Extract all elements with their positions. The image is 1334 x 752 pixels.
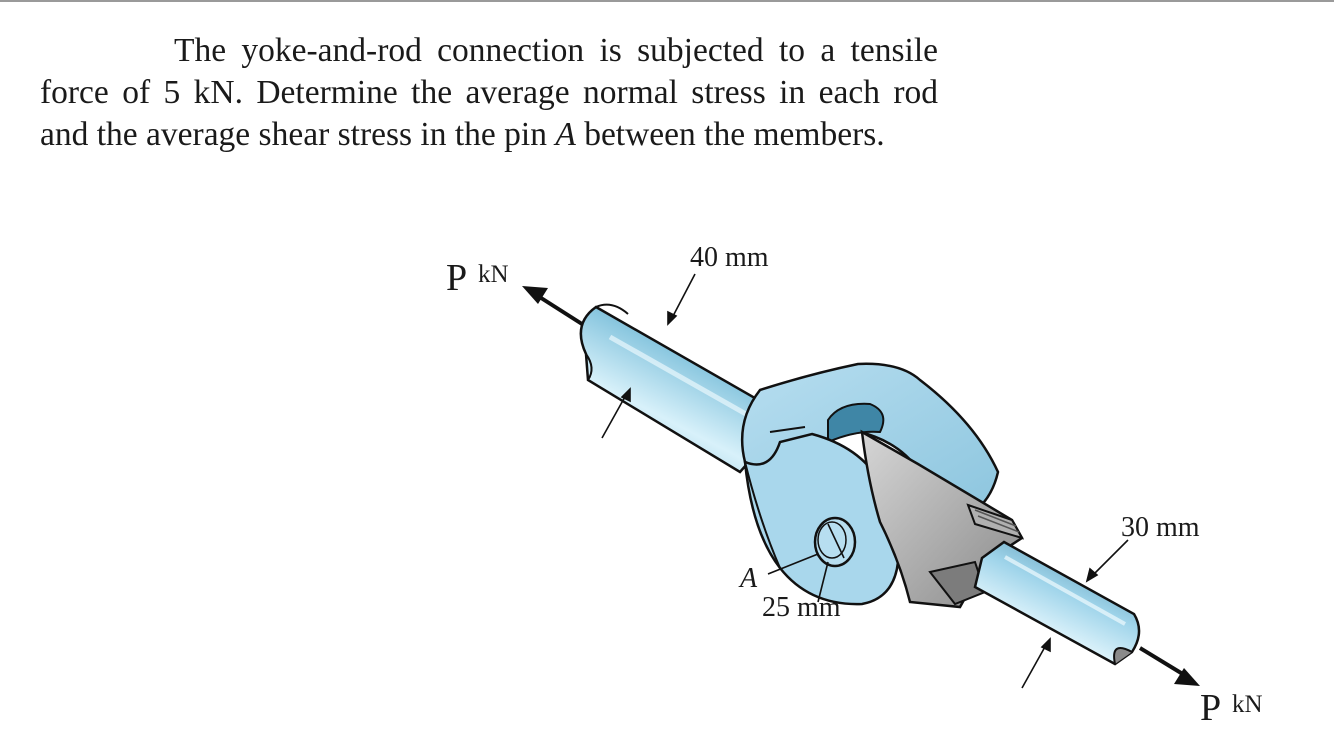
- dimension-lower-rod: 30 mm: [1121, 512, 1200, 543]
- pin-label: A: [738, 563, 758, 594]
- pin-a: [813, 516, 857, 568]
- problem-text-1: The yoke-and-rod connection is subjected…: [40, 32, 938, 153]
- force-right-unit: kN: [1232, 691, 1263, 718]
- force-right-symbol: P: [1200, 687, 1221, 729]
- force-left-symbol: P: [446, 257, 467, 299]
- force-arrow-left: [522, 286, 584, 326]
- dimension-upper-rod: 40 mm: [690, 242, 769, 273]
- problem-statement: The yoke-and-rod connection is subjected…: [40, 30, 938, 156]
- force-left-unit: kN: [478, 261, 509, 288]
- dimension-leaders: [601, 273, 1129, 689]
- problem-text-2: between the members.: [575, 116, 885, 153]
- upper-rod: [579, 303, 790, 474]
- dimension-pin: 25 mm: [762, 592, 841, 623]
- problem-pin-name: A: [555, 116, 576, 153]
- lower-rod: [973, 540, 1141, 666]
- force-arrow-right: [1138, 646, 1200, 686]
